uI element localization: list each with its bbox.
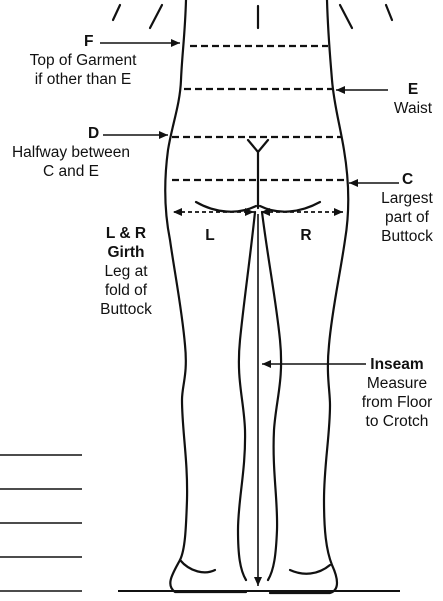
label-c-line1: Largest	[372, 189, 442, 208]
label-c: C Largest part of Buttock	[372, 170, 442, 246]
label-l-letter: L	[200, 226, 220, 245]
left-heel	[180, 560, 215, 572]
label-girth-line3: Buttock	[78, 300, 174, 319]
label-f-line1: Top of Garment	[8, 51, 158, 70]
label-inseam-line3: to Crotch	[352, 412, 442, 431]
label-r: R	[296, 226, 316, 245]
label-e: E Waist	[388, 80, 438, 118]
left-buttock-fold	[196, 202, 256, 212]
label-f-letter: F	[8, 32, 158, 51]
label-e-line1: Waist	[388, 99, 438, 118]
label-d: D Halfway between C and E	[0, 124, 142, 181]
right-heel	[290, 565, 330, 574]
label-inseam: Inseam Measure from Floor to Crotch	[352, 355, 442, 431]
right-arm-stroke-inner	[340, 5, 352, 28]
right-inner-leg	[262, 212, 281, 580]
label-inseam-title: Inseam	[352, 355, 442, 374]
left-arm-stroke-inner	[150, 5, 162, 28]
label-girth-title2: Girth	[78, 243, 174, 262]
label-girth: L & R Girth Leg at fold of Buttock	[78, 224, 174, 319]
label-c-line2: part of	[372, 208, 442, 227]
label-girth-title1: L & R	[78, 224, 174, 243]
label-girth-line2: fold of	[78, 281, 174, 300]
left-arm-stroke-outer	[113, 5, 120, 20]
right-buttock-fold	[260, 202, 320, 212]
label-l: L	[200, 226, 220, 245]
label-inseam-line1: Measure	[352, 374, 442, 393]
label-c-letter: C	[372, 170, 442, 189]
label-c-line3: Buttock	[372, 227, 442, 246]
label-girth-line1: Leg at	[78, 262, 174, 281]
label-f-line2: if other than E	[8, 70, 158, 89]
left-inner-leg	[238, 212, 255, 580]
label-f: F Top of Garment if other than E	[8, 32, 158, 89]
label-r-letter: R	[296, 226, 316, 245]
label-d-line1: Halfway between	[0, 143, 142, 162]
label-d-letter: D	[0, 124, 142, 143]
crotch-y	[248, 140, 268, 208]
label-e-letter: E	[388, 80, 438, 99]
label-d-line2: C and E	[0, 162, 142, 181]
label-inseam-line2: from Floor	[352, 393, 442, 412]
right-arm-stroke-outer	[386, 5, 392, 20]
